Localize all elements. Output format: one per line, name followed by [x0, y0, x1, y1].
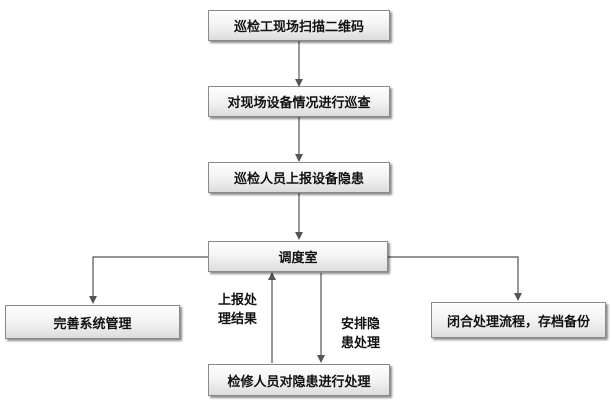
node-repair-staff-label: 检修人员对隐患进行处理: [227, 374, 371, 390]
node-inspect-equipment-label: 对现场设备情况进行巡查: [227, 96, 371, 111]
edge-label-arrange-line1: 安排隐: [341, 317, 381, 332]
node-report-hazard-label: 巡检人员上报设备隐患: [233, 172, 364, 187]
node-system-management: 完善系统管理: [5, 305, 180, 339]
edge-label-arrange: 安排隐 患处理: [341, 315, 380, 353]
node-repair-staff: 检修人员对隐患进行处理: [208, 364, 390, 396]
edge-label-report-result-line1: 上报处: [218, 293, 258, 308]
edge-label-report-result: 上报处 理结果: [218, 291, 257, 329]
arrow-dispatch-to-close-process: [388, 256, 522, 301]
node-close-process-label: 闭合处理流程，存档备份: [446, 314, 590, 330]
node-system-management-label: 完善系统管理: [53, 316, 132, 332]
edge-label-arrange-line2: 患处理: [341, 336, 381, 351]
edge-label-report-result-line2: 理结果: [218, 312, 258, 327]
node-scan-qr-label: 巡检工现场扫描二维码: [233, 20, 364, 35]
node-report-hazard: 巡检人员上报设备隐患: [208, 162, 390, 193]
node-dispatch-room: 调度室: [208, 241, 388, 272]
node-dispatch-room-label: 调度室: [278, 251, 318, 266]
node-close-process: 闭合处理流程，存档备份: [431, 302, 606, 338]
arrow-dispatch-to-system-management: [89, 256, 208, 304]
node-scan-qr: 巡检工现场扫描二维码: [208, 10, 390, 41]
node-inspect-equipment: 对现场设备情况进行巡查: [208, 86, 390, 117]
